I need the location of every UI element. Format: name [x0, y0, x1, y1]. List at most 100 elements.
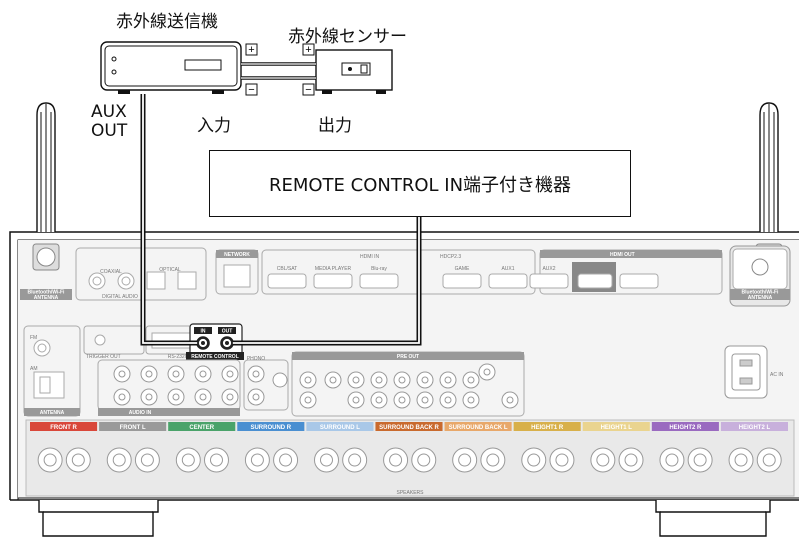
antenna-label: ANTENNA — [40, 410, 65, 416]
speaker-terminal-inner — [71, 453, 85, 467]
right-antenna-label-1: Bluetooth/Wi-Fi — [742, 290, 780, 296]
speaker-terminal — [549, 447, 575, 473]
speaker-group-header — [237, 422, 305, 431]
rs232c-label: RS-232C — [168, 354, 189, 360]
remote-control-in-device: REMOTE CONTROL IN端子付き機器 — [209, 150, 631, 217]
speaker-terminal-inner — [762, 453, 776, 467]
speaker-terminal — [273, 447, 299, 473]
speaker-terminal-inner — [417, 453, 431, 467]
speaker-group-header — [375, 422, 443, 431]
speaker-terminal — [452, 447, 478, 473]
speaker-terminal — [687, 447, 713, 473]
ac-inlet — [724, 345, 768, 399]
speaker-terminal — [65, 447, 91, 473]
aux-out-label-line2: OUT — [91, 121, 128, 141]
remote-out-jack-pin — [225, 341, 229, 345]
speaker-terminal-inner — [596, 453, 610, 467]
right-antenna-label-bg — [730, 289, 790, 300]
speaker-terminal — [383, 447, 409, 473]
speaker-terminal-inner — [279, 453, 293, 467]
speaker-group-label: HEIGHT1 R — [531, 425, 564, 431]
speaker-terminal-inner — [209, 453, 223, 467]
speaker-terminal — [728, 447, 754, 473]
speaker-terminal — [106, 447, 132, 473]
left-antenna-label-bg — [20, 289, 72, 300]
speaker-terminal — [618, 447, 644, 473]
hdmi-input-5: AUX1 — [501, 266, 514, 272]
audio-in-jacks — [113, 365, 288, 406]
right-antenna-label-2: ANTENNA — [748, 295, 773, 301]
sensor-terminals — [302, 43, 315, 96]
speaker-terminal — [203, 447, 229, 473]
transmitter-minus: − — [248, 84, 254, 96]
left-antenna — [32, 102, 60, 271]
hdmi-input-1: CBL/SAT — [277, 266, 297, 272]
receiver-feet — [38, 500, 771, 537]
left-antenna-label-2: ANTENNA — [34, 295, 59, 301]
speaker-terminal-inner — [112, 453, 126, 467]
speaker-terminal-inner — [486, 453, 500, 467]
left-antenna-label-1: Bluetooth/Wi-Fi — [28, 290, 66, 296]
transmitter-plus: + — [248, 44, 254, 56]
speaker-group-label: HEIGHT2 L — [739, 425, 771, 431]
speaker-terminal — [244, 447, 270, 473]
speaker-group-label: SURROUND L — [320, 425, 360, 431]
speaker-terminal — [134, 447, 160, 473]
transmitter-terminals — [245, 43, 258, 96]
speaker-terminal-inner — [458, 453, 472, 467]
speaker-terminal-inner — [319, 453, 333, 467]
speaker-group-header — [30, 422, 98, 431]
speaker-group-header — [99, 422, 167, 431]
speaker-terminal-inner — [624, 453, 638, 467]
speaker-group-header — [513, 422, 581, 431]
speaker-group-label: SURROUND BACK L — [449, 425, 508, 431]
digital-audio-panel — [75, 247, 207, 301]
remote-out-label: OUT — [222, 329, 233, 335]
speaker-terminal-inner — [250, 453, 264, 467]
speaker-group-label: SURROUND BACK R — [379, 425, 439, 431]
optical-label: OPTICAL — [159, 267, 181, 273]
speaker-group-header — [651, 422, 719, 431]
right-antenna — [729, 102, 791, 307]
hdmi-input-2: MEDIA PLAYER — [315, 266, 352, 272]
input-label: 入力 — [197, 116, 231, 136]
speaker-group-label: CENTER — [189, 425, 214, 431]
hdmi-input-4: GAME — [455, 266, 470, 272]
output-label: 出力 — [318, 116, 352, 136]
speaker-terminal-inner — [140, 453, 154, 467]
speaker-terminal-inner — [555, 453, 569, 467]
ir-sensor-device — [315, 49, 393, 94]
hdcp-label: HDCP2.3 — [440, 254, 461, 260]
sensor-minus: − — [305, 84, 311, 96]
fm-label: FM — [30, 335, 37, 341]
hdmi-in-label: HDMI IN — [360, 254, 380, 260]
speaker-terminal — [37, 447, 63, 473]
speaker-group-header — [444, 422, 512, 431]
speaker-terminal-inner — [348, 453, 362, 467]
ir-transmitter-device — [100, 41, 242, 94]
speaker-terminal-inner — [527, 453, 541, 467]
hdmi-out-label: HDMI OUT — [610, 252, 635, 258]
pre-out-panel — [291, 351, 525, 417]
speaker-terminal — [756, 447, 782, 473]
speaker-terminal — [175, 447, 201, 473]
speaker-terminal — [659, 447, 685, 473]
speaker-terminal — [313, 447, 339, 473]
speaker-group-label: HEIGHT2 R — [669, 425, 702, 431]
coaxial-label: COAXIAL — [100, 269, 122, 275]
speaker-terminal-inner — [181, 453, 195, 467]
speaker-group-label: FRONT L — [120, 425, 146, 431]
aux-out-cable — [140, 94, 203, 346]
remote-control-label: REMOTE CONTROL — [191, 354, 239, 360]
speaker-group-label: SURROUND R — [250, 425, 291, 431]
ac-in-label: AC IN — [770, 372, 784, 378]
speaker-group-label: HEIGHT1 L — [601, 425, 633, 431]
digital-audio-label: DIGITAL AUDIO — [102, 294, 138, 300]
speaker-terminal-inner — [43, 453, 57, 467]
hdmi-panel — [261, 249, 723, 295]
am-label: AM — [30, 366, 38, 372]
network-label: NETWORK — [224, 252, 250, 258]
speaker-group-header — [168, 422, 236, 431]
remote-control-in-device-label: REMOTE CONTROL IN端子付き機器 — [268, 174, 572, 196]
